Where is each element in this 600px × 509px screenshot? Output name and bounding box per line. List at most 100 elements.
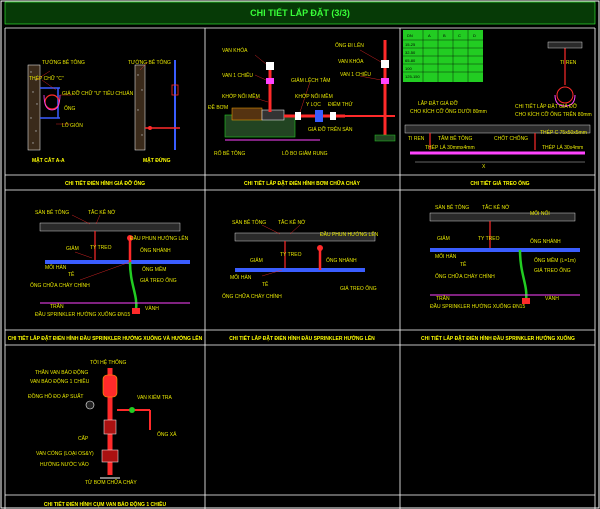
label-supply: CẤP (78, 435, 89, 442)
pump-motor (231, 107, 263, 121)
label-gate-valve-osy: VAN CỔNG (LOẠI OS&Y) (36, 450, 94, 457)
caption-sprinkler-upright: CHI TIẾT LẮP ĐẶT ĐIỂN HÌNH ĐẦU SPRINKLER… (229, 334, 375, 342)
svg-text:B: B (443, 33, 446, 38)
label-pendent-head-4: ĐẦU SPRINKLER HƯỚNG XUỐNG ĐN15 (35, 311, 130, 318)
label-hanger-large: CHI TIẾT LẮP ĐẶT GIÁ ĐỠ (515, 102, 578, 110)
panel-pipe-hanger: DN A B C D 15-25 32-50 65-80 100 125-150… (403, 30, 592, 170)
label-rim-6: VÀNH (545, 295, 559, 302)
hanger-table: DN A B C D 15-25 32-50 65-80 100 125-150 (403, 30, 483, 82)
label-anchor: CHỐT CHỐNG (494, 135, 528, 142)
label-hanger-large-size: CHO KÍCH CỠ ỐNG TRÊN 80mm (515, 110, 592, 118)
u-bolt (43, 94, 61, 111)
label-to-system: TỚI HỆ THỐNG (90, 358, 127, 366)
label-hanger-small-size: CHO KÍCH CỠ ỐNG DƯỚI 80mm (410, 108, 487, 115)
label-riser: ỐNG ĐI LÊN (335, 41, 364, 49)
label-flat-bar-2: THÉP LÁ 30x4mm (542, 144, 583, 151)
svg-text:A: A (428, 33, 431, 38)
concrete-wall-left (27, 64, 41, 151)
label-pipe: ỐNG (64, 105, 76, 112)
label-branch-5: ỐNG NHÁNH (326, 257, 357, 264)
title-bar (4, 1, 596, 25)
label-joint-6: MỐI NỐI (530, 210, 550, 217)
label-alarm-check-valve: VAN BÁO ĐỘNG 1 CHIỀU (30, 378, 90, 385)
label-from-pump: TỪ BƠM CHỮA CHÁY (85, 479, 137, 486)
subtitle-section-aa: MẶT CẮT A-A (32, 156, 65, 164)
concrete-wall-right (134, 64, 146, 151)
label-anchor-5: TẮC KÊ NỞ (278, 218, 306, 226)
panel-grid (4, 27, 596, 509)
label-threaded-rod-1: TI REN (560, 60, 577, 66)
flex-hose-4 (128, 261, 138, 311)
label-hanger-6: GIÁ TREO ỐNG (534, 267, 571, 274)
panel-sprinkler-up-down: SÀN BÊ TÔNG TẮC KÊ NỞ TY TREO ĐẦU PHUN H… (30, 208, 190, 318)
label-reducer-4: GIẢM (66, 245, 79, 252)
label-wall-1: TƯỜNG BÊ TÔNG (42, 58, 85, 66)
label-pendent-head-6: ĐẦU SPRINKLER HƯỚNG XUỐNG ĐN15 (430, 303, 525, 310)
label-flat-bar-1: THÉP LÁ 30mmx4mm (425, 144, 475, 151)
label-upright-head-5: ĐẦU PHUN HƯỚNG LÊN (320, 230, 379, 238)
label-eccentric-reducer: GIẢM LỆCH TÂM (291, 76, 330, 84)
label-flex-joint-2: KHỚP NỐI MỀM (295, 93, 333, 100)
label-tee-5: TÊ (262, 280, 269, 288)
panel-alarm-valve: TỚI HỆ THỐNG THÂN VAN BÁO ĐỘNG VAN BÁO Đ… (28, 358, 177, 486)
svg-text:125-150: 125-150 (405, 74, 420, 79)
label-reducer-5: GIẢM (250, 257, 263, 264)
label-test-point: ĐIỂM THỬ (328, 101, 353, 108)
label-check-valve-2: VAN 1 CHIỀU (340, 71, 371, 78)
label-wall-2: TƯỜNG BÊ TÔNG (128, 58, 171, 66)
gate-valve (266, 62, 274, 70)
label-tee-6: TÊ (460, 260, 467, 268)
check-valve (266, 78, 274, 84)
label-rod-5: TY TREO (280, 252, 302, 258)
label-water-in: HƯỚNG NƯỚC VÀO (40, 461, 89, 468)
label-hanger-5: GIÁ TREO ỐNG (340, 285, 377, 292)
label-weld-5: MỐI HÀN (230, 274, 252, 281)
label-slab-5: SÀN BÊ TÔNG (232, 218, 266, 226)
slab-5 (234, 232, 376, 242)
label-slab-6: SÀN BÊ TÔNG (435, 203, 469, 211)
label-pressure-gauge: ĐỒNG HỒ ĐO ÁP SUẤT (28, 393, 83, 400)
label-rod-6: TY TREO (478, 236, 500, 242)
panel-sprinkler-pendent: SÀN BÊ TÔNG TẮC KÊ NỞ MỐI NỐI TY TREO GI… (429, 203, 580, 310)
label-main-pipe-6: ỐNG CHỮA CHÁY CHÍNH (435, 273, 495, 280)
caption-sprinkler-up-down: CHI TIẾT LẮP ĐẶT ĐIỂN HÌNH ĐẦU SPRINKLER… (8, 334, 203, 342)
label-concrete-slab: TẤM BÊ TÔNG (438, 134, 472, 142)
svg-text:15-25: 15-25 (405, 42, 416, 47)
slab-6 (429, 212, 576, 222)
label-drain: ỐNG XẢ (157, 431, 177, 438)
label-rim-4: VÀNH (145, 305, 159, 312)
label-pump-base: ĐỀ BƠM (208, 104, 228, 111)
label-weld-4: MỐI HÀN (45, 264, 67, 271)
label-flex-joint-1: KHỚP NỐI MỀM (222, 93, 260, 100)
label-ceiling-4: TRẦN (50, 303, 64, 310)
flex-hose-6 (518, 249, 528, 301)
svg-text:C: C (458, 33, 461, 38)
concrete-slab (404, 124, 591, 134)
label-valve-1: VAN KHÓA (222, 47, 248, 54)
label-valve-2: VAN KHÓA (338, 58, 364, 65)
gate-valve-osy (101, 449, 119, 463)
caption-pipe-support: CHI TIẾT ĐIỂN HÌNH GIÁ ĐỠ ỐNG (65, 179, 145, 187)
label-concrete-plinth: RỐ BÊ TÔNG (214, 149, 245, 157)
label-main-pipe-5: ỐNG CHỮA CHÁY CHÍNH (222, 293, 282, 300)
label-hanger-small: LẮP ĐẶT GIÁ ĐỠ (418, 99, 459, 107)
label-damper: LỖ BO GIẢM RUNG (282, 150, 328, 157)
label-branch-4: ỐNG NHÁNH (140, 247, 171, 254)
label-upright-head-4: ĐẦU PHUN HƯỚNG LÊN (130, 234, 189, 242)
caption-sprinkler-pendent: CHI TIẾT LẮP ĐẶT ĐIỂN HÌNH ĐẦU SPRINKLER… (421, 334, 575, 342)
alarm-valve-body (102, 374, 118, 398)
subtitle-elevation: MẶT ĐỨNG (143, 157, 171, 164)
label-u-bracket: GIÁ ĐỠ CHỮ "U" TIÊU CHUẨN (62, 89, 134, 97)
label-flex-6: ỐNG MỀM (L=1m) (534, 257, 576, 264)
label-branch-6: ỐNG NHÁNH (530, 238, 561, 245)
pipe-section (44, 94, 60, 110)
svg-text:DN: DN (407, 33, 413, 38)
svg-text:D: D (473, 33, 476, 38)
label-valve-body: THÂN VAN BÁO ĐỘNG (35, 369, 88, 376)
label-floor-support: GIÁ ĐỠ TRÊN SÀN (308, 125, 353, 133)
panel-fire-pump: VAN KHÓA VAN 1 CHIỀU KHỚP NỐI MỀM ĐỀ BƠM… (208, 40, 396, 157)
label-weld-6: MỐI HÀN (435, 253, 457, 260)
label-anchor-4: TẮC KÊ NỞ (88, 208, 116, 216)
label-slab-4: SÀN BÊ TÔNG (35, 208, 69, 216)
